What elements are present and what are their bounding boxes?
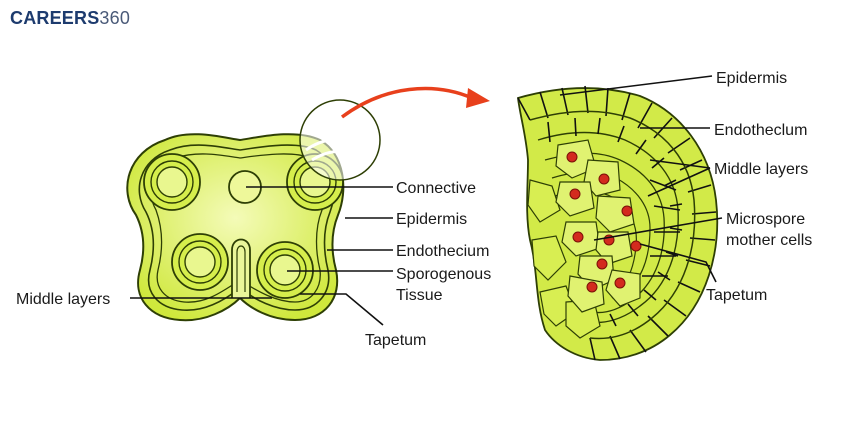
microspore-mother-cells	[555, 139, 642, 313]
label-microspore-line1: Microspore	[726, 211, 805, 228]
logo-number: 360	[99, 8, 131, 28]
label-middle-layers-left: Middle layers	[16, 291, 110, 308]
logo-text: CAREERS	[10, 8, 100, 28]
label-microspore-line2: mother cells	[726, 232, 812, 249]
label-connective: Connective	[396, 180, 476, 197]
zoom-arrow	[340, 86, 490, 119]
label-tapetum-right: Tapetum	[706, 287, 767, 304]
label-sporogenous-line1: Sporogenous	[396, 266, 491, 283]
anther-section	[126, 99, 381, 322]
label-epidermis-right: Epidermis	[716, 70, 787, 87]
label-sporogenous-line2: Tissue	[396, 287, 443, 304]
label-tapetum-left: Tapetum	[365, 332, 426, 349]
lobe-top-left	[143, 153, 201, 211]
label-endothecium-left: Endothecium	[396, 243, 489, 260]
lobe-bottom-right	[256, 241, 314, 299]
label-endothecium-right: Endotheclum	[714, 122, 807, 139]
wall-enlargement	[517, 85, 719, 361]
lobe-bottom-left	[171, 233, 229, 291]
label-epidermis-left: Epidermis	[396, 211, 467, 228]
central-cleft	[231, 238, 251, 298]
label-middle-layers-right: Middle layers	[714, 161, 808, 178]
careers360-logo: CAREERS360	[10, 8, 130, 29]
